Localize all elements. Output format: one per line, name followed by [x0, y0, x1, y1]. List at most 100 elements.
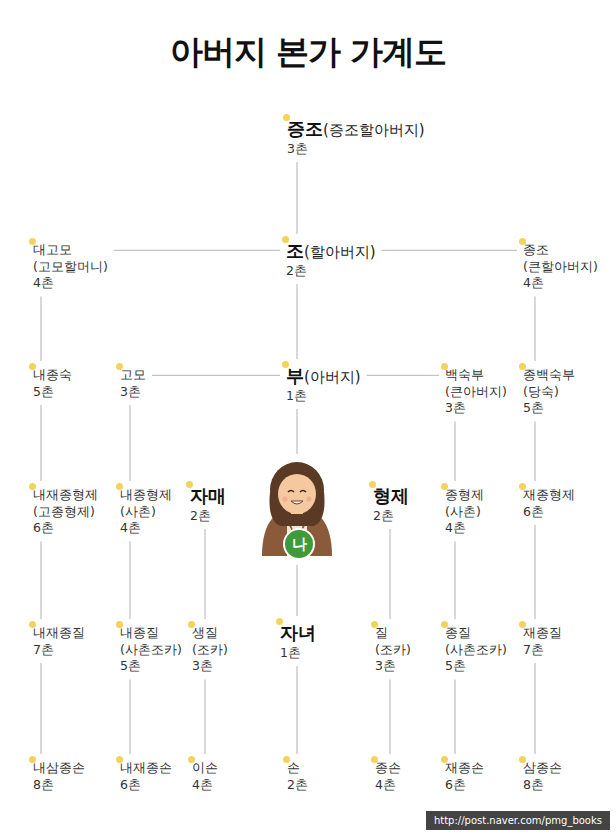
degree-text: 5촌: [523, 400, 575, 417]
relative-node: 내재종손6촌: [120, 760, 172, 793]
relative-node: 내종형제(사촌)4촌: [120, 487, 172, 537]
kinship-line: [454, 422, 455, 482]
degree-text: 3촌: [375, 658, 411, 675]
kinship-line: [129, 405, 130, 481]
kinship-line: [40, 405, 41, 481]
relative-node: 재종질7촌: [523, 625, 562, 658]
relative-node: 고모3촌: [120, 367, 146, 400]
relative-node: 증조(증조할아버지)3촌: [287, 118, 425, 157]
relation-name: (조카): [375, 642, 411, 659]
relative-node: 내종숙5촌: [33, 367, 72, 400]
degree-text: 4촌: [192, 777, 218, 794]
relation-name: 내재종형제: [33, 487, 98, 504]
relation-name: 내삼종손: [33, 760, 85, 777]
relation-name: (사촌조카): [445, 642, 507, 659]
degree-text: 6촌: [445, 777, 484, 794]
relative-node: 종질(사촌조카)5촌: [445, 625, 507, 675]
kinship-line: [534, 525, 535, 619]
kinship-line: [296, 409, 297, 454]
kinship-line: [296, 666, 297, 754]
relation-name: 내종형제: [120, 487, 172, 504]
relative-node: 형제2촌: [373, 485, 409, 524]
relation-name: (사촌조카): [120, 642, 182, 659]
relation-name: (증조할아버지): [323, 121, 425, 139]
degree-text: 6촌: [120, 777, 172, 794]
relation-name: 내종숙: [33, 367, 72, 384]
relation-name: 자녀: [280, 622, 316, 645]
relative-node: 내삼종손8촌: [33, 760, 85, 793]
name-line: 부(아버지): [286, 365, 361, 388]
kinship-line: [389, 680, 390, 755]
kinship-line: [40, 542, 41, 620]
degree-text: 1촌: [286, 388, 361, 405]
relation-name: 손: [287, 760, 308, 777]
name-line: 증조(증조할아버지): [287, 118, 425, 141]
relative-node: 자녀1촌: [280, 622, 316, 661]
kinship-line: [296, 565, 297, 616]
relative-node: 질(조카)3촌: [375, 625, 411, 675]
degree-text: 7촌: [523, 642, 562, 659]
degree-text: 2촌: [286, 263, 376, 280]
relation-name: 재종형제: [523, 487, 575, 504]
relation-name: (고모할머니): [33, 259, 108, 276]
kinship-line: [152, 375, 280, 376]
relation-name: 내종질: [120, 625, 182, 642]
kinship-line: [382, 250, 517, 251]
relative-node: 백숙부(큰아버지)3촌: [445, 367, 507, 417]
relation-name: (고종형제): [33, 504, 98, 521]
relation-name: (큰아버지): [445, 384, 507, 401]
relation-name: 자매: [190, 485, 226, 508]
relation-name: 형제: [373, 485, 409, 508]
relation-name: (큰할아버지): [523, 259, 598, 276]
relation-name: (당숙): [523, 384, 575, 401]
relation-name: 생질: [192, 625, 228, 642]
name-line: 조(할아버지): [286, 240, 376, 263]
relative-node: 자매2촌: [190, 485, 226, 524]
relation-name: 내재종손: [120, 760, 172, 777]
degree-text: 8촌: [523, 777, 562, 794]
watermark: http://post.naver.com/pmg_books: [426, 811, 610, 830]
degree-text: 4촌: [375, 777, 401, 794]
relation-name: (조카): [192, 642, 228, 659]
degree-text: 8촌: [33, 777, 85, 794]
relation-name: 재종질: [523, 625, 562, 642]
relation-name: (사촌): [120, 504, 172, 521]
self-marker-circle: 나: [283, 528, 315, 560]
kinship-line: [204, 529, 205, 619]
kinship-line: [454, 680, 455, 755]
kinship-line: [40, 663, 41, 754]
relation-name: 부: [286, 365, 304, 386]
relation-name: 고모: [120, 367, 146, 384]
degree-text: 3촌: [287, 141, 425, 158]
degree-text: 3촌: [192, 658, 228, 675]
degree-text: 4촌: [33, 275, 108, 292]
degree-text: 2촌: [190, 508, 226, 525]
relative-node: 생질(조카)3촌: [192, 625, 228, 675]
relation-name: 대고모: [33, 242, 108, 259]
kinship-line: [129, 680, 130, 755]
kinship-line: [129, 542, 130, 620]
kinship-line: [114, 250, 280, 251]
relative-node: 내종질(사촌조카)5촌: [120, 625, 182, 675]
relative-node: 삼종손8촌: [523, 760, 562, 793]
kinship-line: [296, 284, 297, 359]
relative-node: 종백숙부(당숙)5촌: [523, 367, 575, 417]
relative-node: 손2촌: [287, 760, 308, 793]
relative-node: 내재종질7촌: [33, 625, 85, 658]
relation-name: 재종손: [445, 760, 484, 777]
diagram-title: 아버지 본가 가계도: [0, 30, 616, 75]
relative-node: 재종손6촌: [445, 760, 484, 793]
relation-name: 조: [286, 240, 304, 261]
relative-node: 재종형제6촌: [523, 487, 575, 520]
relation-name: 종질: [445, 625, 507, 642]
relation-name: (사촌): [445, 504, 484, 521]
kinship-line: [534, 422, 535, 482]
relation-name: 질: [375, 625, 411, 642]
relation-name: 종백숙부: [523, 367, 575, 384]
degree-text: 6촌: [523, 504, 575, 521]
relation-name: 이손: [192, 760, 218, 777]
relation-name: 증조: [287, 118, 323, 139]
relation-name: 종조: [523, 242, 598, 259]
relative-node: 종조(큰할아버지)4촌: [523, 242, 598, 292]
